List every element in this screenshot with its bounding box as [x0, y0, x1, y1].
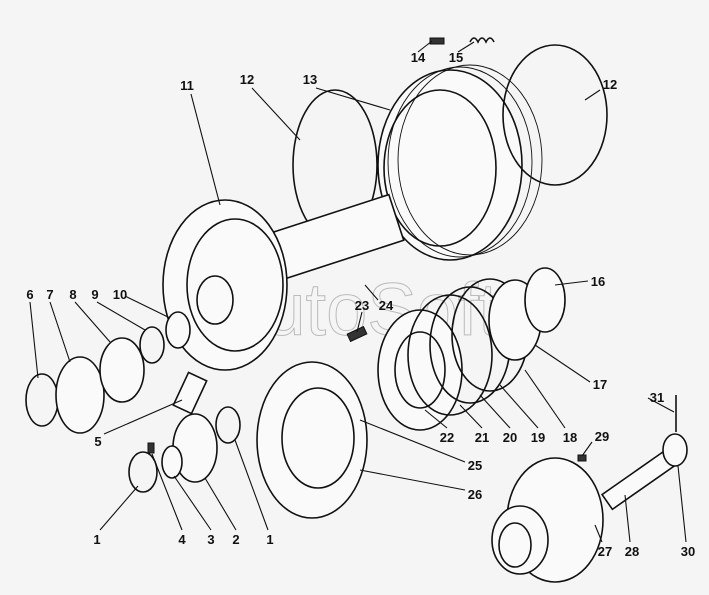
callout-1-left: 1: [93, 532, 100, 547]
callout-11: 11: [180, 78, 194, 93]
callout-13: 13: [303, 72, 317, 87]
snap-ring-12-right: [502, 44, 608, 186]
callout-29: 29: [595, 429, 609, 444]
callout-7: 7: [46, 287, 53, 302]
callout-18: 18: [563, 430, 577, 445]
planet-carrier-11: [162, 193, 405, 371]
callout-27: 27: [598, 544, 612, 559]
callout-1-right: 1: [266, 532, 273, 547]
callout-16: 16: [591, 274, 605, 289]
callout-3: 3: [207, 532, 214, 547]
washer-1-right: [215, 406, 241, 444]
callout-10: 10: [113, 287, 127, 302]
callout-6: 6: [26, 287, 33, 302]
circlip-6: [25, 373, 59, 427]
callout-5: 5: [94, 434, 101, 449]
callout-14: 14: [411, 50, 426, 65]
nut-30: [662, 433, 688, 467]
callout-15: 15: [449, 50, 463, 65]
callout-26: 26: [468, 487, 482, 502]
callout-21: 21: [475, 430, 489, 445]
pin-5: [172, 371, 208, 415]
leader-lines: [29, 40, 687, 543]
bearing-22: [377, 309, 463, 431]
callout-2: 2: [232, 532, 239, 547]
callout-22: 22: [440, 430, 454, 445]
callout-9: 9: [91, 287, 98, 302]
callout-24: 24: [379, 298, 394, 313]
bearing-10: [165, 311, 191, 349]
callout-25: 25: [468, 458, 482, 473]
callout-23: 23: [355, 298, 369, 313]
bolt-29: [577, 454, 587, 462]
callout-20: 20: [503, 430, 517, 445]
callout-17: 17: [593, 377, 607, 392]
seal-16: [524, 267, 566, 333]
bolt-14: [429, 37, 445, 45]
callout-12-left: 12: [240, 72, 254, 87]
bushing-3: [161, 445, 183, 479]
key-4: [147, 442, 155, 454]
callout-19: 19: [531, 430, 545, 445]
callout-8: 8: [69, 287, 76, 302]
hub-27: [491, 457, 604, 583]
washer-1-left: [128, 451, 158, 493]
callout-12-right: 12: [603, 77, 617, 92]
spring-15: [469, 37, 495, 44]
callout-30: 30: [681, 544, 695, 559]
drum-26: [256, 361, 368, 519]
bolt-23: [346, 325, 368, 343]
callout-28: 28: [625, 544, 639, 559]
washer-9: [139, 326, 165, 364]
ring-gear-13: [377, 64, 543, 261]
gear-8: [99, 337, 145, 403]
callout-4: 4: [178, 532, 186, 547]
gear-ring-7: [55, 356, 105, 434]
callout-31: 31: [650, 390, 664, 405]
